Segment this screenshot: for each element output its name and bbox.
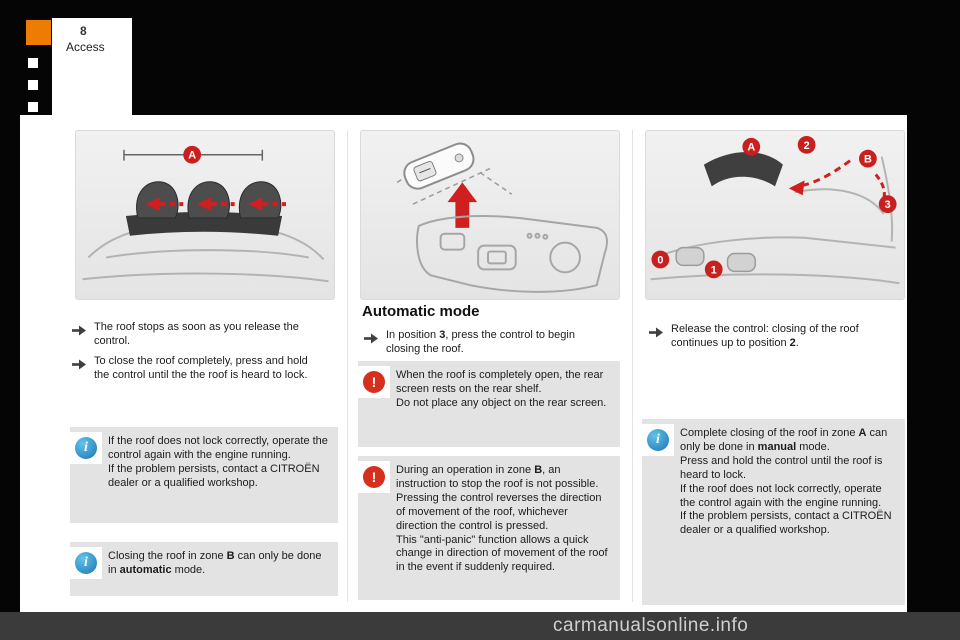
warning-icon: ! xyxy=(358,461,390,493)
watermark: carmanualsonline.info xyxy=(553,615,749,636)
warning-icon-glyph: ! xyxy=(363,466,385,488)
illustration-roof-closing-positions: A 2 B 3 0 1 xyxy=(645,130,905,300)
closing-positions-drawing: A 2 B 3 0 1 xyxy=(650,135,900,285)
page-number: 8 xyxy=(80,24,87,38)
position-label-1: 1 xyxy=(711,264,717,276)
position-label-0: 0 xyxy=(657,254,663,266)
instruction-text: In position 3, press the control to begi… xyxy=(386,329,575,355)
roof-front-edge-shape xyxy=(703,151,783,187)
chapter-title: Access xyxy=(66,40,105,54)
position-label-a: A xyxy=(747,142,755,154)
instruction-begin-closing: In position 3, press the control to begi… xyxy=(364,329,610,356)
instruction-close-completely: To close the roof completely, press and … xyxy=(72,355,324,382)
info-box-zone-a-manual: i Complete closing of the roof in zone A… xyxy=(642,419,905,605)
info-icon-glyph: i xyxy=(75,552,97,574)
position-label-b: B xyxy=(864,154,872,166)
info-box-text: Closing the roof in zone B can only be d… xyxy=(108,550,322,576)
zone-a-label: A xyxy=(188,150,196,162)
chapter-tab-background xyxy=(52,18,132,115)
info-box-zone-b-automatic: i Closing the roof in zone B can only be… xyxy=(70,542,338,596)
column-divider xyxy=(632,130,633,602)
instruction-text: The roof stops as soon as you release th… xyxy=(94,321,299,347)
fold-direction-arrows xyxy=(145,197,287,212)
arrow-bullet-icon xyxy=(72,323,87,341)
info-icon-glyph: i xyxy=(647,429,669,451)
scan-edge-mark xyxy=(28,58,38,68)
warning-box-text: During an operation in zone B, an instru… xyxy=(396,464,608,574)
remote-control-drawing xyxy=(396,142,608,293)
arrow-bullet-icon xyxy=(72,357,87,375)
instruction-text: Release the control: closing of the roof… xyxy=(671,323,859,349)
info-box-roof-lock: i If the roof does not lock correctly, o… xyxy=(70,427,338,523)
column-divider xyxy=(347,130,348,602)
warning-icon: ! xyxy=(358,366,390,398)
position-label-2: 2 xyxy=(804,140,810,152)
position-label-3: 3 xyxy=(885,199,891,211)
illustration-roof-opening: A xyxy=(75,130,335,300)
roof-opening-drawing: A xyxy=(82,145,329,283)
warning-box-rear-screen: ! When the roof is completely open, the … xyxy=(358,361,620,447)
zone-a-badge xyxy=(183,145,202,164)
warning-icon-glyph: ! xyxy=(363,371,385,393)
info-icon-glyph: i xyxy=(75,437,97,459)
chapter-color-square xyxy=(26,20,51,45)
info-box-text: If the roof does not lock correctly, ope… xyxy=(108,435,328,489)
info-icon: i xyxy=(70,547,102,579)
press-direction-arrow xyxy=(447,182,478,228)
watermark-bar: carmanualsonline.info xyxy=(0,612,960,640)
arrow-bullet-icon xyxy=(649,325,664,343)
scan-edge-mark xyxy=(28,102,38,112)
info-box-text: Complete closing of the roof in zone A c… xyxy=(680,427,892,537)
section-heading-automatic-mode: Automatic mode xyxy=(362,303,480,320)
warning-box-text: When the roof is completely open, the re… xyxy=(396,369,607,409)
arrow-bullet-icon xyxy=(364,331,379,349)
page-content: A xyxy=(20,115,907,612)
overhead-console xyxy=(416,215,608,293)
info-icon: i xyxy=(70,432,102,464)
scan-edge-mark xyxy=(28,80,38,90)
illustration-remote-control xyxy=(360,130,620,300)
instruction-roof-stops: The roof stops as soon as you release th… xyxy=(72,321,324,348)
info-icon: i xyxy=(642,424,674,456)
warning-box-anti-panic: ! During an operation in zone B, an inst… xyxy=(358,456,620,600)
key-fob xyxy=(403,142,475,190)
instruction-text: To close the roof completely, press and … xyxy=(94,355,308,381)
headrests xyxy=(675,246,756,273)
position-badges: A 2 B 3 0 1 xyxy=(651,135,897,279)
instruction-release-control: Release the control: closing of the roof… xyxy=(649,323,901,350)
